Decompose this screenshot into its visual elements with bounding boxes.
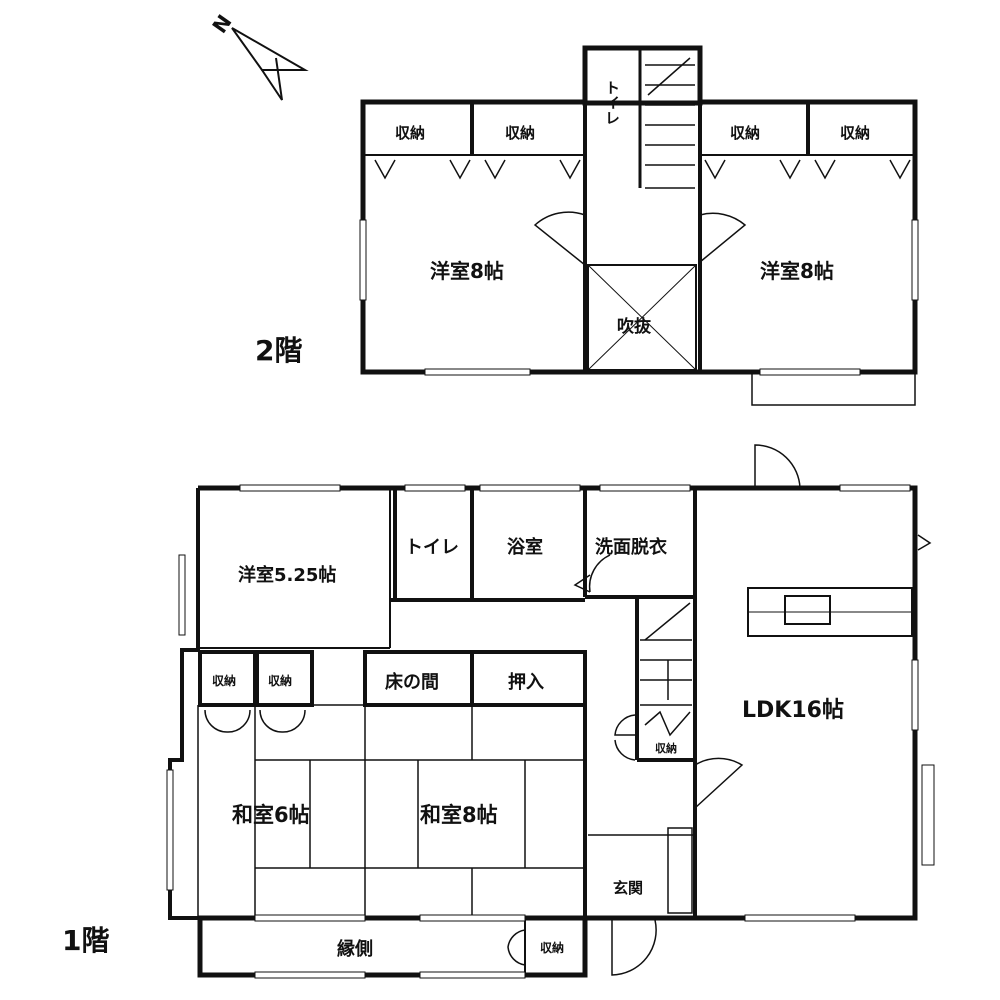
room-label: LDK16帖: [742, 698, 844, 723]
floor2-walls: [359, 45, 919, 406]
north-label: N: [207, 10, 236, 37]
room-label: 吹抜: [617, 316, 652, 337]
room-label: トイレ: [603, 80, 621, 125]
room-label: 和室6帖: [232, 803, 310, 827]
floor2-labels: 収納 収納 収納 収納 トイレ 洋室8帖 洋室8帖 吹抜 2階: [255, 80, 870, 367]
room-label: 収納: [212, 673, 236, 688]
room-label: 玄関: [613, 879, 643, 897]
room-label: 収納: [540, 940, 564, 955]
room-label: 洋室5.25帖: [238, 564, 336, 586]
room-label: 収納: [840, 124, 870, 142]
room-label: 収納: [655, 741, 677, 755]
floor-label: 1階: [62, 924, 109, 957]
room-label: トイレ: [405, 537, 459, 558]
floor1-walls: [166, 444, 935, 979]
room-label: 洋室8帖: [760, 259, 834, 283]
room-label: 収納: [730, 124, 760, 142]
room-label: 収納: [395, 124, 425, 142]
room-label: 縁側: [337, 938, 373, 960]
floor1-labels: 洋室5.25帖 トイレ 浴室 洗面脱衣 LDK16帖 収納 収納 床の間 押入 …: [62, 536, 844, 960]
north-arrow-icon: N: [207, 10, 309, 101]
room-label: 和室8帖: [420, 803, 498, 827]
room-label: 収納: [505, 124, 535, 142]
room-label: 洋室8帖: [430, 259, 504, 283]
room-label: 収納: [268, 673, 292, 688]
room-label: 押入: [508, 671, 544, 693]
floor-label: 2階: [255, 334, 302, 367]
room-label: 浴室: [507, 536, 543, 558]
room-label: 洗面脱衣: [595, 536, 667, 558]
room-label: 床の間: [385, 671, 439, 693]
